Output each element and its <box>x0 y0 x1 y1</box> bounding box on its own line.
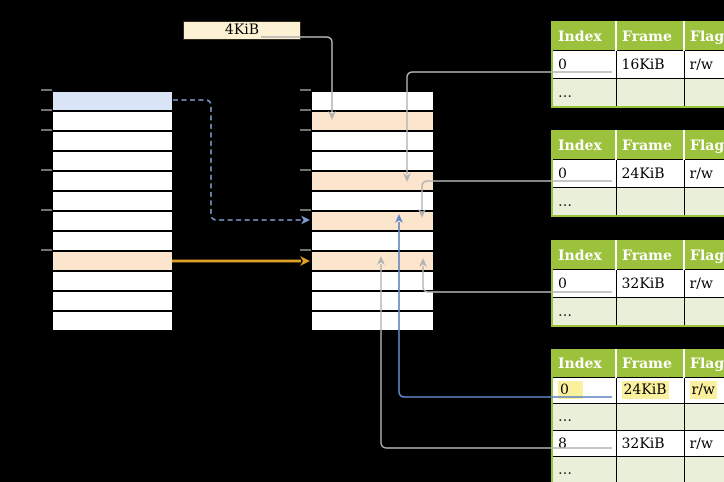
column-header-index: Index <box>552 22 616 51</box>
column-header-flags: Flags <box>683 131 724 160</box>
table-row: … <box>552 297 724 326</box>
virtual-memory-column-row-0 <box>53 90 172 110</box>
table-cell: r/w <box>683 50 724 79</box>
virtual-memory-column <box>53 90 172 330</box>
virtual-memory-column-row-7 <box>53 230 172 250</box>
table-cell: … <box>552 403 616 431</box>
arrow-virtual-page-dashed <box>173 99 310 225</box>
virtual-memory-column-row-3 <box>53 150 172 170</box>
highlighted-value: 0 <box>558 381 583 400</box>
table-cell <box>615 78 684 107</box>
table-row: … <box>552 78 724 107</box>
table-cell: 24KiB <box>615 376 684 404</box>
page-table-4: IndexFrameFlags024KiBr/w…832KiBr/w… <box>551 349 724 482</box>
table-cell: 32KiB <box>615 269 684 298</box>
virtual-memory-column-row-2 <box>53 130 172 150</box>
virtual-memory-column-row-9 <box>53 270 172 290</box>
table-cell <box>683 456 724 482</box>
table-cell: … <box>552 187 616 216</box>
column-header-flags: Flags <box>683 22 724 51</box>
column-header-index: Index <box>552 131 616 160</box>
physical-memory-column <box>312 90 433 330</box>
table-cell: 32KiB <box>615 429 684 457</box>
table-cell: 16KiB <box>615 50 684 79</box>
page-size-label-box: 4KiB <box>183 21 301 40</box>
column-header-flags: Flags <box>683 350 724 378</box>
table-cell: 0 <box>552 50 616 79</box>
physical-memory-column-row-4 <box>312 170 433 190</box>
table-cell: … <box>552 456 616 482</box>
column-header-flags: Flags <box>683 241 724 270</box>
table-cell: r/w <box>683 376 724 404</box>
virtual-memory-column-row-6 <box>53 210 172 230</box>
virtual-memory-column-row-4 <box>53 170 172 190</box>
physical-memory-column-row-7 <box>312 230 433 250</box>
physical-memory-column-row-10 <box>312 290 433 310</box>
page-table-1: IndexFrameFlags016KiBr/w… <box>551 21 724 108</box>
table-row: … <box>552 187 724 216</box>
highlighted-value: r/w <box>689 381 717 400</box>
table-cell: 8 <box>552 429 616 457</box>
physical-memory-column-row-6 <box>312 210 433 230</box>
table-cell: r/w <box>683 269 724 298</box>
table-cell <box>683 187 724 216</box>
table-cell <box>615 456 684 482</box>
table-cell: r/w <box>683 159 724 188</box>
table-cell: … <box>552 78 616 107</box>
column-header-frame: Frame <box>615 22 684 51</box>
table-cell: … <box>552 297 616 326</box>
physical-memory-column-row-2 <box>312 130 433 150</box>
physical-memory-column-row-1 <box>312 110 433 130</box>
table-cell <box>683 403 724 431</box>
page-size-label: 4KiB <box>224 22 260 38</box>
table-cell <box>683 297 724 326</box>
table-row: 0 24KiB r/w <box>552 376 724 404</box>
table-cell <box>683 78 724 107</box>
physical-memory-column-row-5 <box>312 190 433 210</box>
column-header-frame: Frame <box>615 350 684 378</box>
column-header-frame: Frame <box>615 131 684 160</box>
page-table-3: IndexFrameFlags032KiBr/w… <box>551 240 724 327</box>
column-header-frame: Frame <box>615 241 684 270</box>
physical-memory-column-row-0 <box>312 90 433 110</box>
physical-memory-column-row-11 <box>312 310 433 330</box>
table-row: … <box>552 456 724 482</box>
table-cell: 24KiB <box>615 159 684 188</box>
virtual-memory-column-row-10 <box>53 290 172 310</box>
table-cell: 0 <box>552 269 616 298</box>
column-header-index: Index <box>552 350 616 378</box>
table-cell: 0 <box>552 159 616 188</box>
table-cell <box>615 403 684 431</box>
physical-memory-column-row-8 <box>312 250 433 270</box>
virtual-memory-column-row-1 <box>53 110 172 130</box>
virtual-memory-column-row-8 <box>53 250 172 270</box>
physical-memory-column-row-9 <box>312 270 433 290</box>
page-table-2: IndexFrameFlags024KiBr/w… <box>551 130 724 217</box>
table-cell: 0 <box>552 376 616 404</box>
table-row: … <box>552 403 724 431</box>
highlighted-value: 24KiB <box>621 381 669 400</box>
table-cell <box>615 187 684 216</box>
column-header-index: Index <box>552 241 616 270</box>
table-cell <box>615 297 684 326</box>
physical-memory-column-row-3 <box>312 150 433 170</box>
virtual-memory-column-row-5 <box>53 190 172 210</box>
virtual-memory-column-row-11 <box>53 310 172 330</box>
table-cell: r/w <box>683 429 724 457</box>
